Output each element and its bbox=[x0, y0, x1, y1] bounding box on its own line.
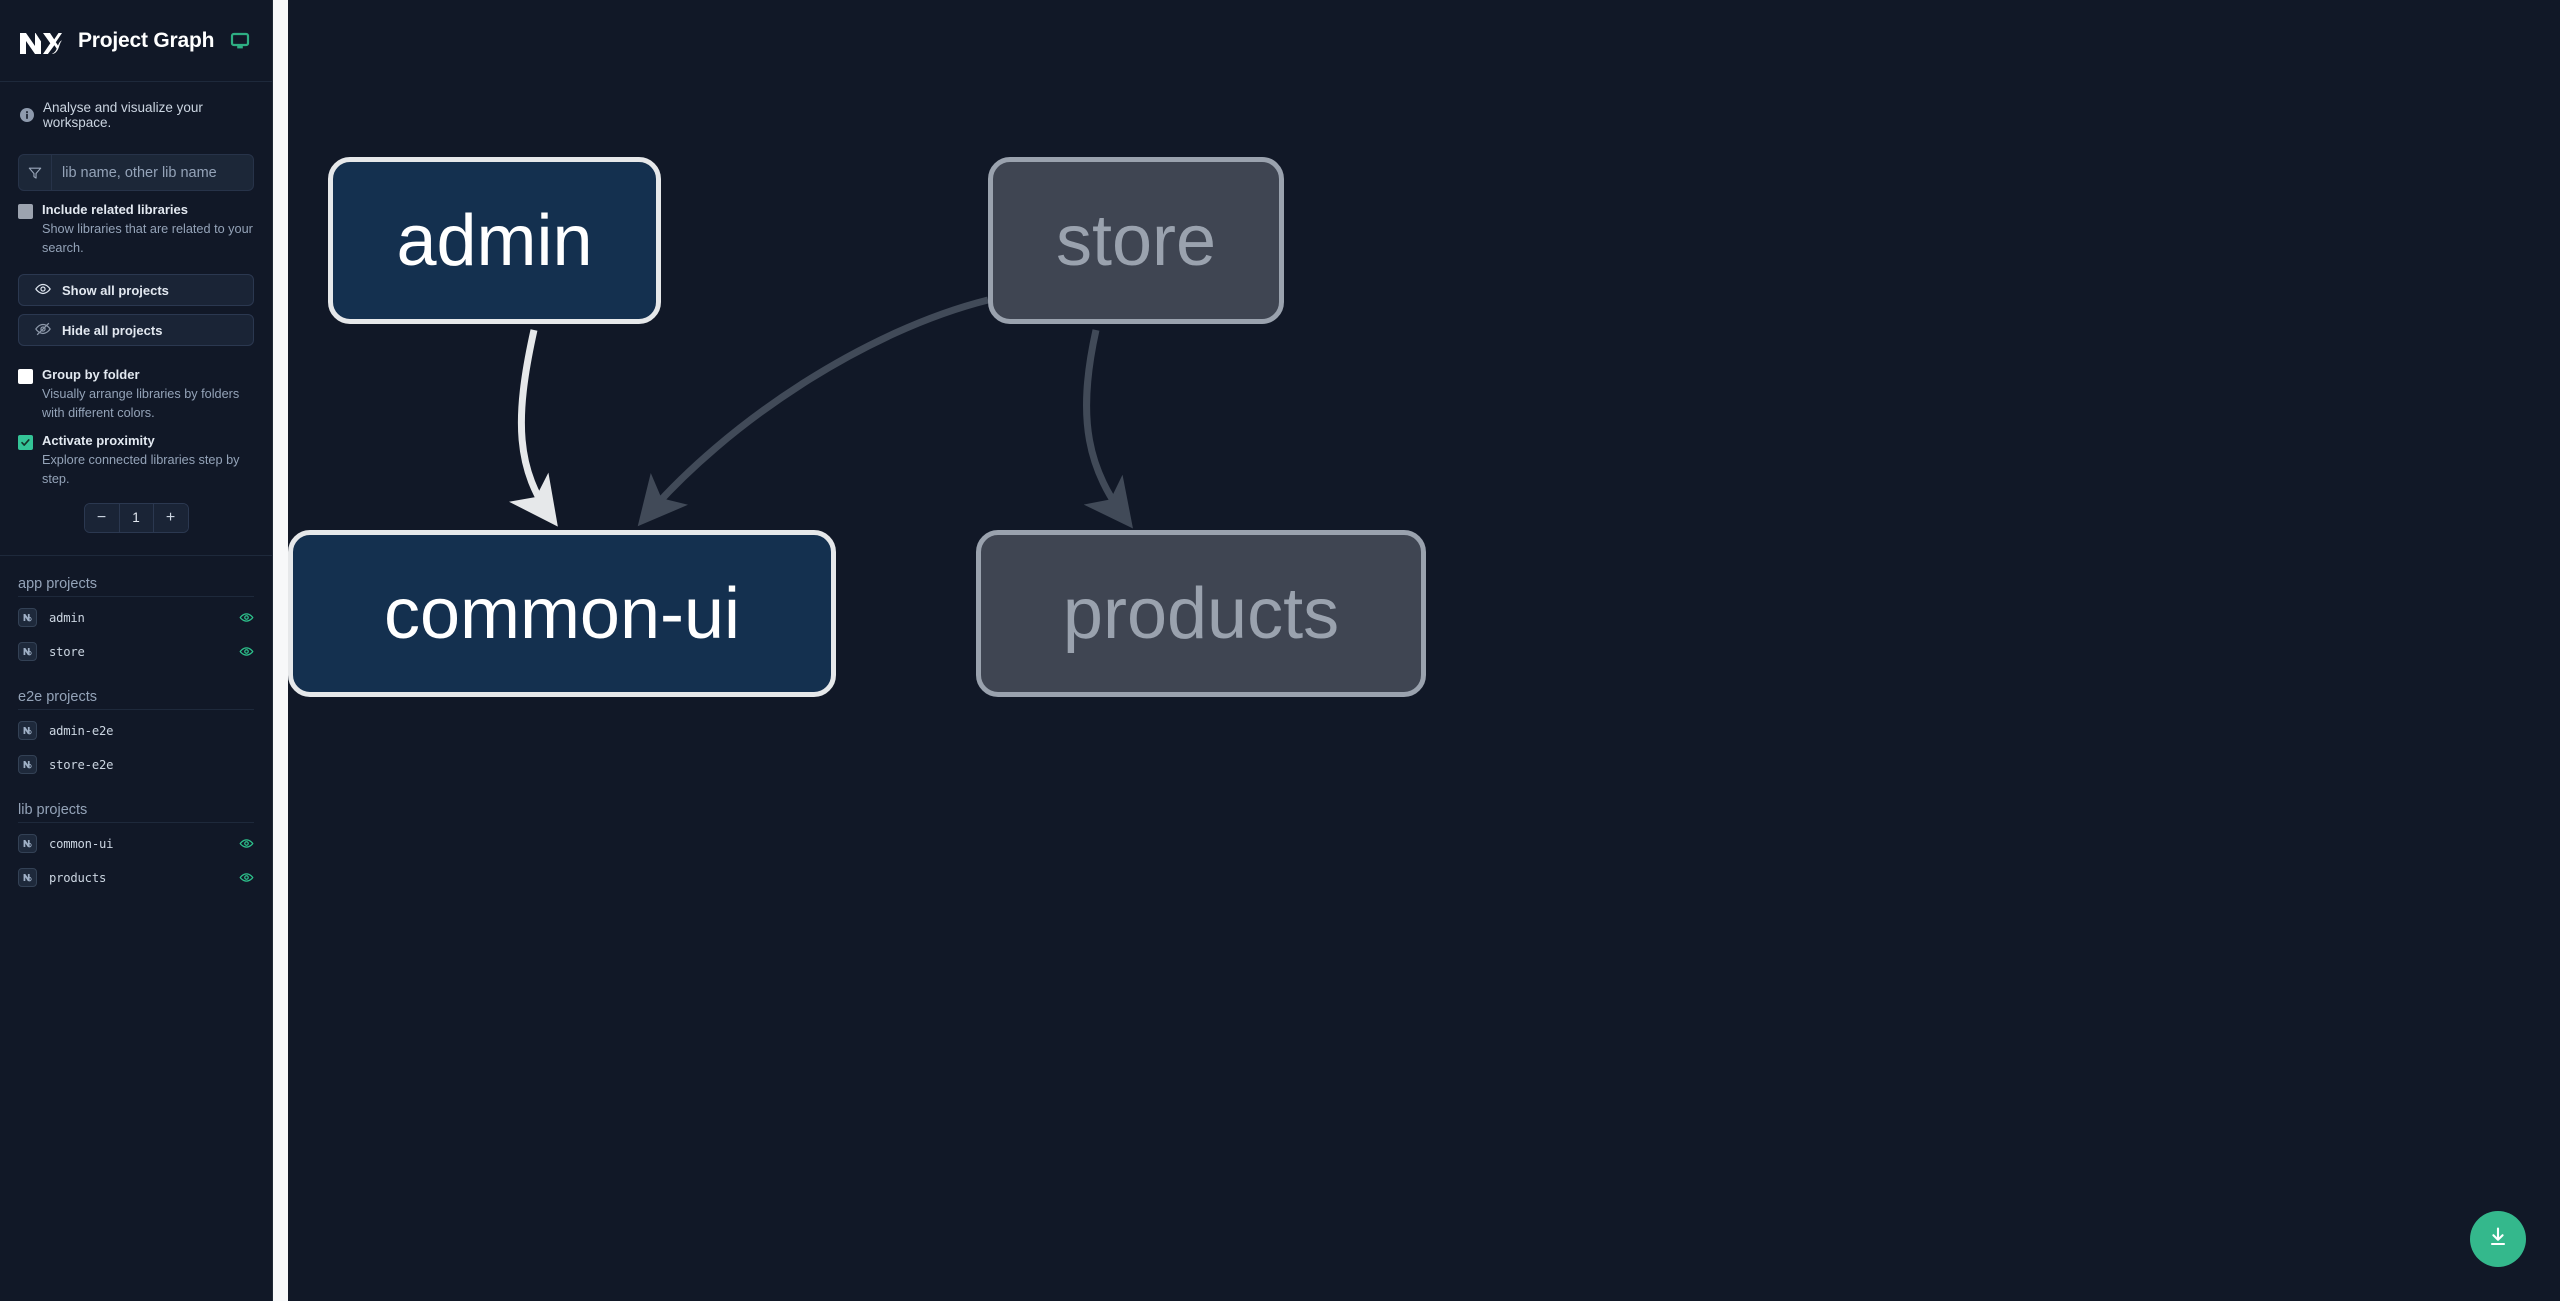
option-title: Activate proximity bbox=[42, 433, 155, 449]
proximity-decrement-button[interactable]: − bbox=[84, 503, 119, 532]
graph-node-products[interactable]: products bbox=[976, 530, 1426, 697]
visibility-eye-icon[interactable] bbox=[239, 610, 254, 625]
show-all-projects-button[interactable]: Show all projects bbox=[18, 274, 254, 307]
project-item-store[interactable]: store bbox=[18, 635, 254, 669]
filter-icon bbox=[19, 155, 52, 190]
option-description: Explore connected libraries step by step… bbox=[42, 453, 240, 486]
hide-all-projects-button[interactable]: Hide all projects bbox=[18, 314, 254, 347]
search-input[interactable] bbox=[52, 155, 253, 190]
info-icon bbox=[20, 108, 34, 122]
project-name: store bbox=[49, 644, 85, 659]
visibility-buttons: Show all projects Hide all projects bbox=[0, 257, 272, 347]
sidebar-scrollbar[interactable] bbox=[273, 0, 288, 1301]
edge-admin-to-common-ui bbox=[509, 329, 558, 527]
eye-off-icon bbox=[35, 321, 51, 340]
option-activate-proximity[interactable]: Activate proximity Explore connected lib… bbox=[0, 422, 272, 488]
project-item-admin[interactable]: admin bbox=[18, 601, 254, 635]
check-icon bbox=[21, 439, 30, 447]
project-group-e2e: e2e projects admin-e2e store-e2 bbox=[0, 669, 272, 782]
graph-node-label: admin bbox=[396, 200, 593, 281]
project-group-app: app projects admin bbox=[0, 556, 272, 669]
option-include-related-libraries[interactable]: Include related libraries Show libraries… bbox=[0, 191, 272, 257]
group-title: e2e projects bbox=[18, 669, 254, 710]
sidebar: Project Graph Analyse and visualize your… bbox=[0, 0, 273, 1301]
proximity-stepper: − 1 + bbox=[18, 502, 254, 533]
search-field[interactable] bbox=[18, 154, 254, 191]
tagline: Analyse and visualize your workspace. bbox=[0, 82, 272, 138]
graph-node-store[interactable]: store bbox=[988, 157, 1284, 324]
option-title: Include related libraries bbox=[42, 202, 188, 217]
activate-proximity-checkbox[interactable] bbox=[18, 435, 33, 451]
download-graph-button[interactable] bbox=[2470, 1211, 2526, 1267]
option-group-by-folder[interactable]: Group by folder Visually arrange librari… bbox=[0, 346, 272, 422]
group-title: lib projects bbox=[18, 782, 254, 823]
hide-all-projects-label: Hide all projects bbox=[62, 322, 163, 338]
project-name: admin bbox=[49, 610, 85, 625]
project-icon bbox=[18, 868, 37, 888]
project-item-products[interactable]: products bbox=[18, 861, 254, 895]
sidebar-divider bbox=[0, 554, 272, 556]
project-name: store-e2e bbox=[49, 757, 114, 772]
show-all-projects-label: Show all projects bbox=[62, 282, 169, 298]
include-related-libraries-checkbox[interactable] bbox=[18, 204, 33, 219]
project-icon bbox=[18, 834, 37, 854]
project-item-store-e2e[interactable]: store-e2e bbox=[18, 748, 254, 782]
project-item-common-ui[interactable]: common-ui bbox=[18, 827, 254, 861]
visibility-eye-icon[interactable] bbox=[239, 836, 254, 851]
project-name: products bbox=[49, 870, 107, 885]
download-icon bbox=[2486, 1225, 2510, 1254]
graph-canvas[interactable]: admin store common-ui products bbox=[288, 0, 2560, 1301]
project-name: admin-e2e bbox=[49, 723, 114, 738]
project-group-lib: lib projects common-ui bbox=[0, 782, 272, 895]
option-description: Show libraries that are related to your … bbox=[42, 221, 253, 255]
project-icon bbox=[18, 721, 37, 741]
group-by-folder-checkbox[interactable] bbox=[18, 369, 33, 385]
tagline-text: Analyse and visualize your workspace. bbox=[43, 100, 203, 130]
project-icon bbox=[18, 608, 37, 628]
visibility-eye-icon[interactable] bbox=[239, 644, 254, 659]
group-title: app projects bbox=[18, 556, 254, 597]
eye-icon bbox=[35, 281, 51, 300]
option-description: Visually arrange libraries by folders wi… bbox=[42, 387, 240, 420]
sidebar-header: Project Graph bbox=[0, 0, 272, 82]
monitor-icon[interactable] bbox=[230, 31, 250, 51]
graph-node-label: store bbox=[1055, 200, 1217, 281]
nx-logo bbox=[18, 25, 62, 57]
edge-store-to-products bbox=[1083, 329, 1133, 529]
project-icon bbox=[18, 755, 37, 775]
project-item-admin-e2e[interactable]: admin-e2e bbox=[18, 714, 254, 748]
graph-edges bbox=[509, 296, 1133, 529]
visibility-eye-icon[interactable] bbox=[239, 870, 254, 885]
option-title: Group by folder bbox=[42, 367, 140, 383]
proximity-increment-button[interactable]: + bbox=[153, 503, 188, 532]
project-icon bbox=[18, 642, 37, 662]
graph-node-label: products bbox=[1062, 573, 1340, 654]
edge-store-to-common-ui bbox=[637, 296, 989, 527]
graph-node-admin[interactable]: admin bbox=[328, 157, 661, 324]
graph-node-label: common-ui bbox=[383, 573, 741, 654]
graph-node-common-ui[interactable]: common-ui bbox=[288, 530, 836, 697]
proximity-value: 1 bbox=[118, 503, 154, 532]
project-name: common-ui bbox=[49, 836, 114, 851]
page-title: Project Graph bbox=[78, 28, 215, 52]
